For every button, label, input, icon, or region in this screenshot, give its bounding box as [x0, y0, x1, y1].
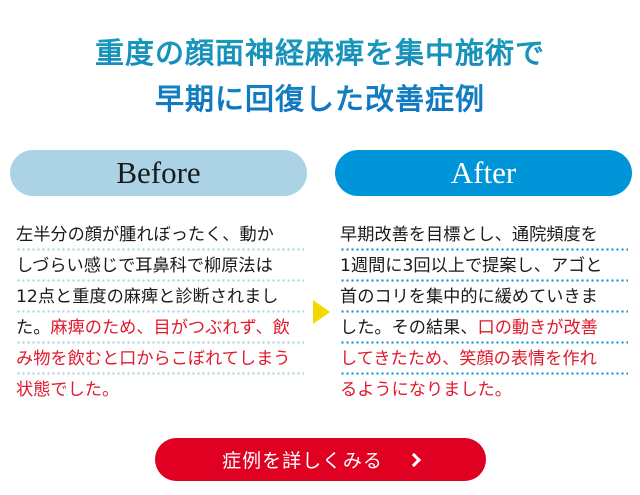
before-line: 12点と重度の麻痺と診断されまし [16, 282, 304, 313]
page-title: 重度の顔面神経麻痺を集中施術で 早期に回復した改善症例 [0, 30, 640, 122]
after-line: 1週間に3回以上で提案し、アゴと [340, 251, 628, 282]
after-description: 早期改善を目標とし、通院頻度を 1週間に3回以上で提案し、アゴと 首のコリを集中… [340, 220, 628, 406]
title-line-2: 早期に回復した改善症例 [154, 82, 485, 116]
before-label: Before [10, 150, 307, 196]
before-line: た。麻痺のため、目がつぶれず、飲 [16, 313, 304, 344]
before-line: み物を飲むと口からこぼれてしまう [16, 344, 304, 375]
after-label: After [335, 150, 632, 196]
before-line: 状態でした。 [16, 380, 120, 400]
after-line: 早期改善を目標とし、通院頻度を [340, 220, 628, 251]
view-case-details-button[interactable]: 症例を詳しくみる [155, 438, 486, 481]
title-line-1: 重度の顔面神経麻痺を集中施術で [94, 36, 545, 70]
before-line: しづらい感じで耳鼻科で柳原法は [16, 251, 304, 282]
after-line: した。その結果、口の動きが改善 [340, 313, 628, 344]
before-line: 左半分の顔が腫れぼったく、動か [16, 220, 304, 251]
after-line: してきたため、笑顔の表情を作れ [340, 344, 628, 375]
after-line: 首のコリを集中的に緩めていきま [340, 282, 628, 313]
chevron-right-icon [406, 452, 421, 467]
triangle-right-icon [313, 300, 330, 324]
after-line: るようになりました。 [340, 380, 512, 400]
cta-label: 症例を詳しくみる [222, 450, 383, 472]
before-description: 左半分の顔が腫れぼったく、動か しづらい感じで耳鼻科で柳原法は 12点と重度の麻… [16, 220, 304, 406]
